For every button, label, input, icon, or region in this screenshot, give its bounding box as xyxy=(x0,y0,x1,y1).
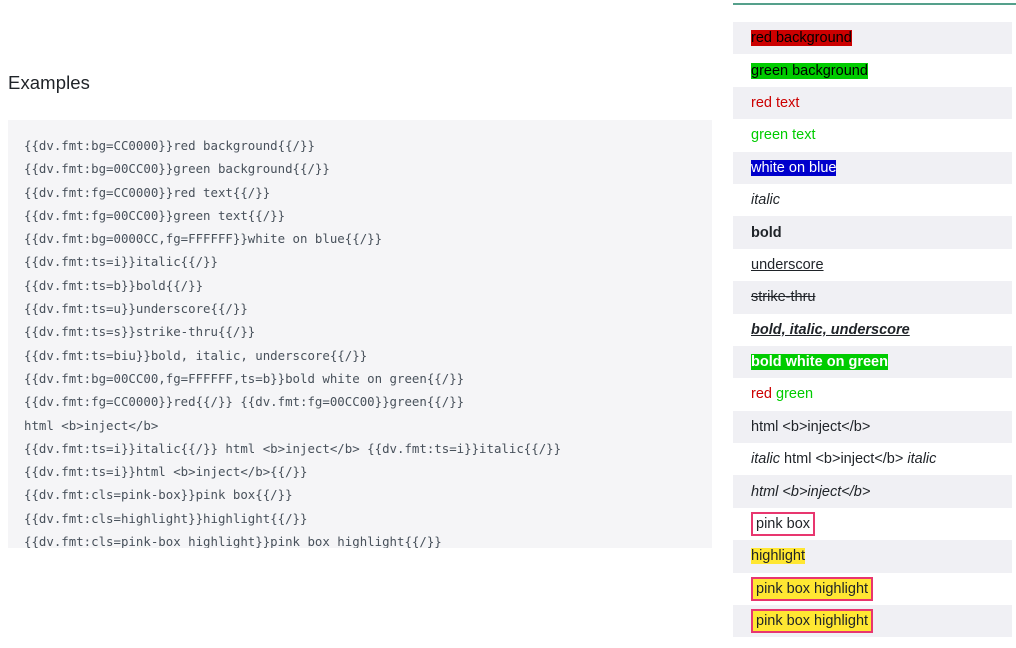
code-line: {{dv.fmt:ts=i}}italic{{/}} html <b>injec… xyxy=(24,440,562,456)
result-row-strike-thru: strike-thru xyxy=(733,281,1012,314)
result-row-bold: bold xyxy=(733,216,1012,249)
result-row-underscore: underscore xyxy=(733,248,1012,282)
code-line: {{dv.fmt:cls=highlight}}highlight{{/}} xyxy=(24,510,308,526)
code-line: {{dv.fmt:ts=b}}bold{{/}} xyxy=(24,277,204,293)
code-line: {{dv.fmt:fg=00CC00}}green text{{/}} xyxy=(24,207,286,223)
result-row-pink-box: pink box xyxy=(733,507,1012,541)
result-row-red-text: red text xyxy=(733,86,1012,120)
result-segment: html <b>inject</b> xyxy=(751,418,871,435)
rendered-output-pane: red background green background red text gr… xyxy=(733,0,1016,648)
result-row-italic-html-inject-italic: italic html <b>inject</b> italic xyxy=(733,443,1012,476)
result-segment: red text xyxy=(751,94,800,111)
result-segment: html <b>inject</b> xyxy=(780,451,908,468)
result-segment: italic xyxy=(751,451,781,468)
examples-pane: Examples {{dv.fmt:bg=CC0000}}red backgro… xyxy=(8,72,712,548)
result-segment: italic xyxy=(751,192,781,209)
code-line: {{dv.fmt:fg=CC0000}}red{{/}} {{dv.fmt:fg… xyxy=(24,394,465,410)
result-segment: italic xyxy=(907,451,937,468)
result-segment: pink box highlight xyxy=(751,576,874,601)
result-segment: red xyxy=(751,386,772,403)
code-line: {{dv.fmt:bg=0000CC,fg=FFFFFF}}white on b… xyxy=(24,231,383,247)
result-segment: pink box highlight xyxy=(751,609,874,634)
result-row-green-text: green text xyxy=(733,119,1012,152)
result-segment: bold xyxy=(751,224,782,241)
code-line: {{dv.fmt:cls=pink-box}}pink box{{/}} xyxy=(24,487,293,503)
page-title: Examples xyxy=(8,72,91,93)
code-line: {{dv.fmt:bg=00CC00,fg=FFFFFF,ts=b}}bold … xyxy=(24,370,465,386)
result-row-white-on-blue: white on blue xyxy=(733,151,1012,184)
code-line: {{dv.fmt:bg=00CC00}}green background{{/}… xyxy=(24,161,330,177)
result-row-green-background: green background xyxy=(733,54,1012,87)
rendered-results-list: red background green background red text gr… xyxy=(733,22,1012,638)
result-segment: green xyxy=(776,386,814,403)
result-row-italic-html-inject: html <b>inject</b> xyxy=(733,475,1012,508)
result-segment: bold white on green xyxy=(751,354,888,371)
accent-rule xyxy=(733,3,1016,5)
result-segment: strike-thru xyxy=(751,289,816,306)
result-row-bold-white-on-green: bold white on green xyxy=(733,345,1012,379)
code-line: {{dv.fmt:ts=u}}underscore{{/}} xyxy=(24,301,248,317)
code-line: {{dv.fmt:fg=CC0000}}red text{{/}} xyxy=(24,184,271,200)
result-segment: html <b>inject</b> xyxy=(751,483,871,500)
result-row-red-green: red green xyxy=(733,378,1012,411)
code-line: {{dv.fmt:ts=i}}italic{{/}} xyxy=(24,254,218,270)
result-segment: underscore xyxy=(751,256,824,273)
result-row-red-background: red background xyxy=(733,22,1012,55)
result-row-italic: italic xyxy=(733,183,1012,217)
result-row-bold-italic-underscore: bold, italic, underscore xyxy=(733,313,1012,346)
code-line: html <b>inject</b> xyxy=(24,417,159,433)
result-segment: pink box xyxy=(751,511,816,537)
code-line: {{dv.fmt:ts=s}}strike-thru{{/}} xyxy=(24,324,256,340)
result-row-highlight: highlight xyxy=(733,540,1012,573)
result-row-html-inject: html <b>inject</b> xyxy=(733,410,1012,444)
code-line: {{dv.fmt:ts=biu}}bold, italic, underscor… xyxy=(24,347,368,363)
result-segment: red background xyxy=(751,30,852,47)
code-block: {{dv.fmt:bg=CC0000}}red background{{/}} {… xyxy=(8,120,712,548)
code-line: {{dv.fmt:bg=CC0000}}red background{{/}} xyxy=(24,138,315,153)
result-row-pink-box-highlight-comma: pink box highlight xyxy=(733,605,1012,638)
result-segment: bold, italic, underscore xyxy=(751,321,910,338)
result-segment: green background xyxy=(751,62,868,79)
result-segment: white on blue xyxy=(751,159,837,176)
code-line: {{dv.fmt:cls=pink-box highlight}}pink bo… xyxy=(24,534,442,548)
result-segment: highlight xyxy=(751,548,806,565)
result-segment: green text xyxy=(751,127,816,144)
code-line: {{dv.fmt:ts=i}}html <b>inject</b>{{/}} xyxy=(24,464,308,480)
result-row-pink-box-highlight-space: pink box highlight xyxy=(733,572,1012,606)
